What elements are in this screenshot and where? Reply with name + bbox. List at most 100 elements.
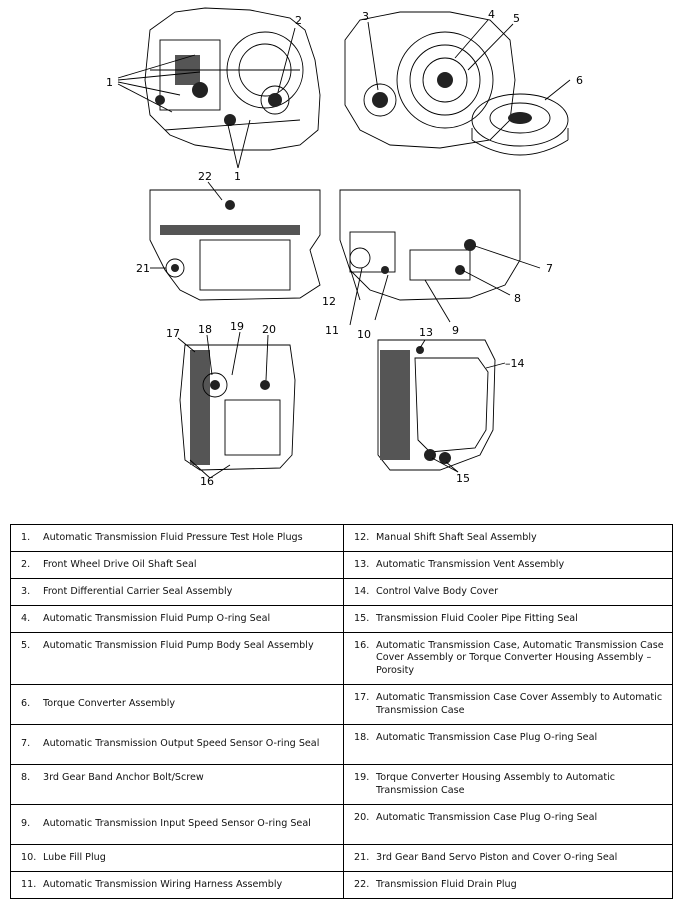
legend-text: Automatic Transmission Fluid Pressure Te… <box>43 531 303 543</box>
legend-cell: 11. Automatic Transmission Wiring Harness… <box>10 871 344 899</box>
legend-cell: 16. Automatic Transmission Case, Automati… <box>343 632 673 685</box>
callout-18: 18 <box>198 323 212 336</box>
legend-number: 4. <box>21 612 31 624</box>
legend-text: Manual Shift Shaft Seal Assembly <box>376 531 537 543</box>
legend-cell: 6. Torque Converter Assembly <box>10 684 344 725</box>
legend-text: 3rd Gear Band Servo Piston and Cover O-r… <box>376 851 618 863</box>
legend-cell: 19. Torque Converter Housing Assembly to … <box>343 764 673 805</box>
legend-cell: 1. Automatic Transmission Fluid Pressure … <box>10 524 344 552</box>
legend-row: 6. Torque Converter Assembly 17.Automatic… <box>10 684 673 725</box>
legend-cell: 8. 3rd Gear Band Anchor Bolt/Screw <box>10 764 344 805</box>
callout-6: 6 <box>576 74 583 87</box>
legend-cell: 7. Automatic Transmission Output Speed Se… <box>10 724 344 765</box>
view-bottom-left <box>177 331 296 479</box>
legend-cell: 13. Automatic Transmission Vent Assembly <box>343 551 673 579</box>
callout-8: 8 <box>514 292 521 305</box>
view-bottom-right <box>377 339 506 473</box>
callout-4: 4 <box>488 8 495 21</box>
legend-text: Front Differential Carrier Seal Assembly <box>43 585 233 597</box>
legend-text: Automatic Transmission Fluid Pump O-ring… <box>43 612 271 624</box>
callout-20: 20 <box>262 323 276 336</box>
legend-cell: 20. Automatic Transmission Case Plug O-ri… <box>343 804 673 845</box>
legend-text: Transmission Fluid Drain Plug <box>376 878 517 890</box>
legend-number: 22. <box>354 878 370 890</box>
legend-number: 13. <box>354 558 370 570</box>
legend-cell: 18. Automatic Transmission Case Plug O-ri… <box>343 724 673 765</box>
legend-number: 17. <box>354 692 370 703</box>
legend-number: 15. <box>354 612 370 624</box>
legend-text: Automatic Transmission Fluid Pump Body S… <box>43 640 314 651</box>
legend-text: Automatic Transmission Vent Assembly <box>376 558 565 570</box>
legend-text: Automatic Transmission Wiring Harness As… <box>43 878 283 890</box>
legend-text: Front Wheel Drive Oil Shaft Seal <box>43 558 197 570</box>
legend-text: 3rd Gear Band Anchor Bolt/Screw <box>43 772 204 783</box>
callout-3: 3 <box>362 10 369 23</box>
callout-19: 19 <box>230 320 244 333</box>
legend-row: 10. Lube Fill Plug 21. 3rd Gear Band Servo… <box>10 844 673 872</box>
legend-number: 19. <box>354 772 370 783</box>
legend-number: 9. <box>21 818 31 830</box>
legend-text: Automatic Transmission Case, Automatic T… <box>376 639 664 676</box>
legend-text: Automatic Transmission Case Plug O-ring … <box>376 812 598 823</box>
legend-number: 7. <box>21 738 31 750</box>
callout-1: 1 <box>106 76 113 89</box>
legend-row: 11. Automatic Transmission Wiring Harness… <box>10 871 673 899</box>
legend-cell: 14.Control Valve Body Cover <box>343 578 673 606</box>
legend-text: Torque Converter Assembly <box>43 698 176 710</box>
callout-5: 5 <box>513 12 520 25</box>
legend-number: 8. <box>21 772 31 783</box>
legend-text: Lube Fill Plug <box>43 851 106 863</box>
legend-number: 20. <box>354 812 370 823</box>
legend-cell: 9. Automatic Transmission Input Speed Sen… <box>10 804 344 845</box>
callout-7: 7 <box>546 262 553 275</box>
legend-row: 8. 3rd Gear Band Anchor Bolt/Screw 19. Tor… <box>10 764 673 805</box>
legend-text: Automatic Transmission Input Speed Senso… <box>43 818 311 830</box>
callout-11: 11 <box>325 324 339 337</box>
legend-text: Torque Converter Housing Assembly to Aut… <box>376 772 616 796</box>
legend-cell: 10. Lube Fill Plug <box>10 844 344 872</box>
legend-row: 7. Automatic Transmission Output Speed Se… <box>10 724 673 765</box>
legend-row: 1. Automatic Transmission Fluid Pressure … <box>10 524 673 552</box>
legend-number: 16. <box>354 639 370 651</box>
legend-text: Transmission Fluid Cooler Pipe Fitting S… <box>376 612 578 624</box>
callout-22: 22 <box>198 170 212 183</box>
callout-21: 21 <box>136 262 150 275</box>
callout-16: 16 <box>200 475 214 488</box>
callout-14: –14 <box>505 357 525 370</box>
legend-text: Control Valve Body Cover <box>376 585 499 597</box>
legend-row: 9. Automatic Transmission Input Speed Sen… <box>10 804 673 845</box>
legend-number: 11. <box>21 878 37 890</box>
legend-number: 10. <box>21 851 37 863</box>
callout-9: 9 <box>452 324 459 337</box>
legend-cell: 15. Transmission Fluid Cooler Pipe Fittin… <box>343 605 673 633</box>
legend-number: 21. <box>354 851 370 863</box>
legend-row: 4. Automatic Transmission Fluid Pump O-ri… <box>10 605 673 633</box>
legend-text: Automatic Transmission Output Speed Sens… <box>43 738 320 750</box>
legend-number: 12. <box>354 531 370 543</box>
legend-row: 2. Front Wheel Drive Oil Shaft Seal 13. Au… <box>10 551 673 579</box>
legend-cell: 12. Manual Shift Shaft Seal Assembly <box>343 524 673 552</box>
legend-cell: 4. Automatic Transmission Fluid Pump O-ri… <box>10 605 344 633</box>
legend-number: 2. <box>21 558 31 570</box>
callout-12: 12 <box>322 295 336 308</box>
legend-number: 1. <box>21 531 31 543</box>
callout-1-lower: 1 <box>234 170 241 183</box>
callout-15: 15 <box>456 472 470 485</box>
transmission-illustration: 1 1 2 3 4 5 6 7 8 9 10 11 12 13 –14 15 1… <box>106 7 583 488</box>
legend-number: 3. <box>21 585 31 597</box>
legend-cell: 17.Automatic Transmission Case Cover Ass… <box>343 684 673 725</box>
legend-cell: 22. Transmission Fluid Drain Plug <box>343 871 673 899</box>
callout-17: 17 <box>166 327 180 340</box>
view-middle-left <box>149 181 321 301</box>
legend-number: 18. <box>354 732 370 743</box>
view-front-face <box>344 11 571 156</box>
callout-2: 2 <box>295 14 302 27</box>
legend-row: 3. Front Differential Carrier Seal Assemb… <box>10 578 673 606</box>
legend-cell: 21. 3rd Gear Band Servo Piston and Cover … <box>343 844 673 872</box>
callout-13: 13 <box>419 326 433 339</box>
legend-cell: 3. Front Differential Carrier Seal Assemb… <box>10 578 344 606</box>
legend-number: 5. <box>21 640 31 651</box>
legend-text: Automatic Transmission Case Plug O-ring … <box>376 732 598 743</box>
legend-number: 6. <box>21 698 31 710</box>
legend-cell: 5. Automatic Transmission Fluid Pump Body… <box>10 632 344 685</box>
